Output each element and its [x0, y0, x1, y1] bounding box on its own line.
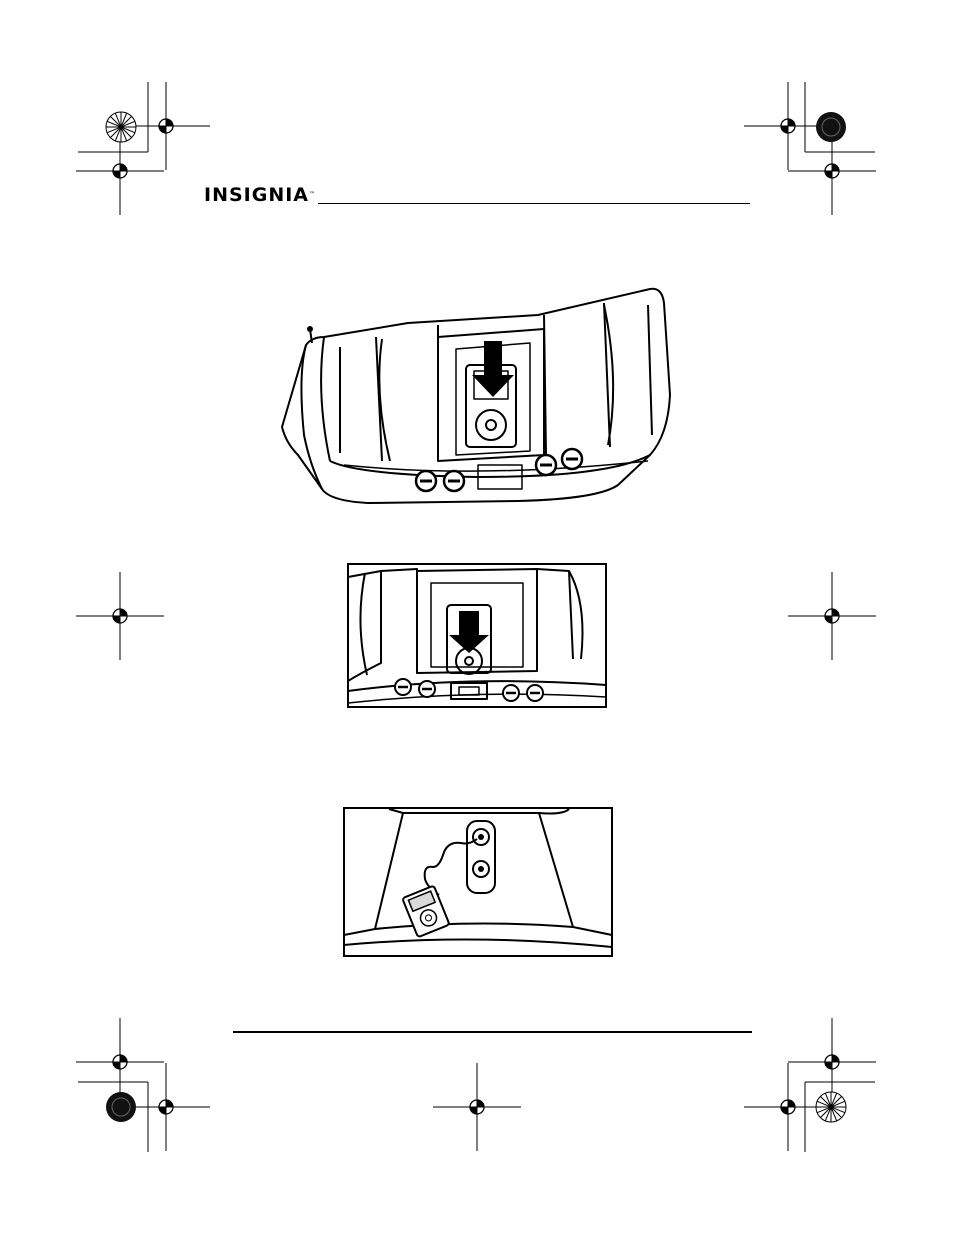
brand-logo: INSIGNIA™: [204, 184, 315, 206]
brand-name: INSIGNIA: [204, 184, 309, 206]
header-rule: [318, 203, 750, 204]
speaker-dock-insert-illustration: [278, 285, 688, 510]
trademark-symbol: ™: [309, 191, 315, 198]
dock-closeup-illustration: [347, 563, 607, 708]
aux-cable-illustration: [343, 807, 613, 957]
footer-rule: [233, 1031, 752, 1033]
